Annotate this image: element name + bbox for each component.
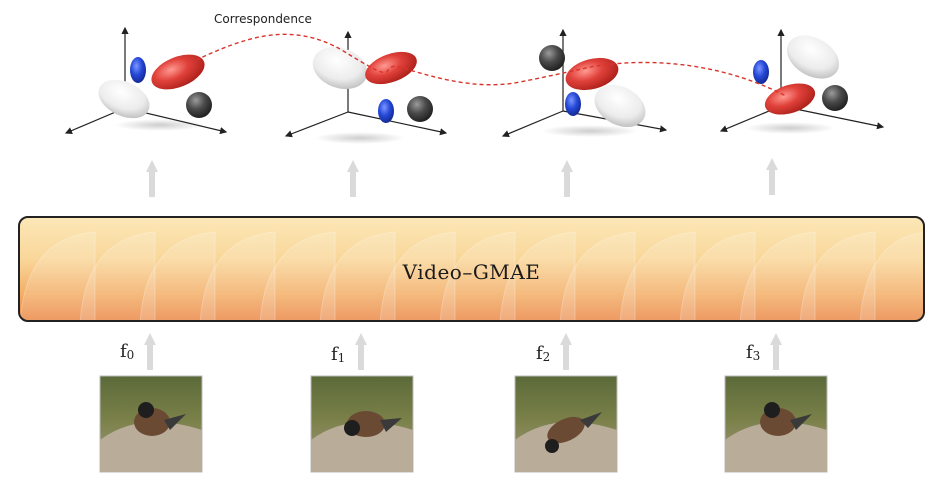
correspondence-line (195, 33, 787, 97)
gaussian-scene-1 (284, 30, 448, 144)
up-arrow (766, 158, 778, 195)
frame-label-3: f3 (746, 342, 761, 363)
blue-gaussian (130, 57, 146, 83)
up-arrow (561, 160, 573, 197)
frame-thumbnail-1 (310, 375, 414, 473)
shadow (115, 119, 205, 131)
shadow (542, 125, 638, 137)
up-arrow (144, 333, 156, 370)
output-arrows (146, 158, 778, 197)
shadow (745, 122, 835, 134)
frame-thumbnail-0 (99, 375, 203, 473)
frame-label-0: f0 (120, 341, 135, 362)
red-gaussian (565, 57, 619, 91)
gaussian-scene-0 (64, 26, 228, 135)
shadow (315, 132, 405, 144)
model-pattern (20, 231, 923, 320)
y-axis (347, 111, 448, 136)
model-title: Video–GMAE (402, 260, 541, 284)
white-gaussian (98, 79, 150, 119)
red-gaussian (764, 83, 816, 115)
x-axis (284, 111, 349, 138)
frame-label-1: f1 (331, 344, 346, 365)
up-arrow (347, 160, 359, 197)
gray-gaussian (186, 92, 212, 118)
up-arrow (770, 333, 782, 370)
gray-gaussian (539, 45, 565, 71)
input-arrows (144, 333, 782, 370)
frame-thumbnail-2 (514, 375, 618, 473)
gray-gaussian (407, 96, 433, 122)
up-arrow (146, 160, 158, 197)
white-gaussian (594, 84, 646, 128)
frame-thumbnail-3 (724, 375, 828, 473)
blue-gaussian (565, 92, 581, 116)
white-gaussian (786, 35, 840, 79)
gaussian-scene-3 (719, 28, 885, 134)
x-axis (501, 110, 564, 138)
up-arrow (355, 333, 367, 370)
blue-gaussian (378, 99, 394, 123)
gaussian-scene-2 (501, 28, 668, 138)
gray-gaussian (822, 85, 848, 111)
red-gaussian (151, 54, 205, 90)
correspondence-label: Correspondence (214, 12, 312, 26)
white-gaussian (312, 46, 368, 90)
frame-label-2: f2 (536, 343, 551, 364)
blue-gaussian (753, 60, 769, 84)
video-gmae-block: Video–GMAE (18, 216, 925, 322)
up-arrow (560, 333, 572, 370)
red-gaussian (365, 51, 417, 85)
